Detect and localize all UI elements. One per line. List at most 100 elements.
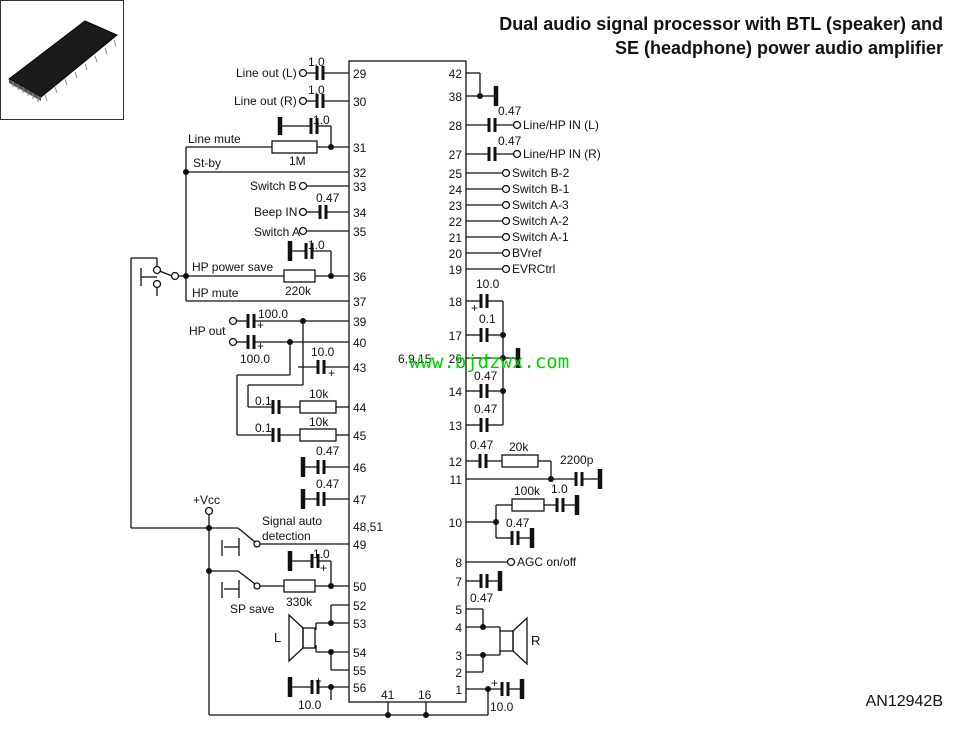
title-line-2: SE (headphone) power audio amplifier [614, 38, 943, 58]
line-out-r-circuit: Line out (R) 1.0 [234, 83, 349, 108]
right-pin-10: 10 [449, 516, 463, 530]
left-pin-36: 36 [353, 270, 367, 284]
c39-value: 100.0 [258, 307, 288, 321]
pin43-circuit: 10.0 + [298, 345, 349, 380]
r10-value: 100k [514, 484, 541, 498]
right-pin-11: 11 [450, 473, 463, 487]
left-pin-31: 31 [353, 141, 367, 155]
switch-outputs: Switch B-2 Switch B-1 Switch A-3 Switch … [466, 166, 570, 276]
diagram-title: Dual audio signal processor with BTL (sp… [499, 12, 943, 60]
left-pin-44: 44 [353, 401, 367, 415]
signal-auto-label: Signal auto [262, 514, 322, 528]
hp-mute-label: HP mute [192, 286, 239, 300]
left-pin-53: 53 [353, 617, 367, 631]
hp-switch [130, 257, 209, 529]
right-pin-3: 3 [455, 649, 462, 663]
ic-package-image [0, 0, 124, 120]
right-pin-17: 17 [449, 329, 463, 343]
bvref-label: BVref [512, 246, 542, 260]
left-pin-40: 40 [353, 336, 367, 350]
left-pin-47: 47 [353, 493, 367, 507]
vcc-terminal [204, 506, 214, 516]
left-pin-34: 34 [353, 206, 367, 220]
line-hp-in-r-label: Line/HP IN (R) [523, 147, 601, 161]
line-hp-in-l-circuit: 0.47 Line/HP IN (L) [466, 104, 599, 132]
sp-save-label: SP save [230, 602, 275, 616]
c30-value: 1.0 [308, 83, 325, 97]
line-hp-in-l-label: Line/HP IN (L) [523, 118, 599, 132]
svg-text:+: + [257, 339, 264, 353]
right-pin-42: 42 [449, 67, 463, 81]
switch-a-label: Switch A [254, 225, 300, 239]
switch-b-circuit: Switch B [250, 179, 349, 193]
line-out-r-label: Line out (R) [234, 94, 297, 108]
ic-package-icon [8, 20, 118, 102]
st-by-circuit: St-by [183, 147, 349, 301]
left-pin-33: 33 [353, 180, 367, 194]
r36-value: 220k [285, 284, 312, 298]
speaker-left: L [274, 604, 349, 671]
r44-value: 10k [309, 387, 329, 401]
speaker-left-icon [302, 627, 316, 649]
r50-value: 330k [286, 595, 313, 609]
line-out-l-terminal [298, 68, 308, 78]
line-out-r-terminal [298, 96, 308, 106]
left-pin-45: 45 [353, 429, 367, 443]
switch-a-circuit: Switch A [254, 225, 349, 239]
left-pin-35: 35 [353, 225, 367, 239]
r31-value: 1M [289, 154, 306, 168]
c31-value: 1.0 [313, 113, 330, 127]
line-out-l-circuit: Line out (L) 1.0 [236, 55, 349, 80]
left-pin-48-51: 48,51 [353, 520, 383, 534]
svg-text:+: + [257, 318, 264, 332]
ic-body [348, 60, 467, 703]
c46-value: 0.47 [316, 444, 340, 458]
pin-41: 41 [381, 688, 395, 702]
right-pin-numbers: 4238282725242322212019181726141312111087… [449, 67, 463, 697]
right-pin-18: 18 [449, 295, 463, 309]
speaker-r-label: R [531, 633, 540, 648]
vcc-circuit: +Vcc Signal auto detection SP save [193, 493, 488, 716]
right-pin-7: 7 [455, 575, 462, 589]
right-pin-27: 27 [449, 148, 463, 162]
c11-value: 2200p [560, 453, 594, 467]
pin50-circuit: 1.0 + 330k [283, 547, 349, 609]
left-pin-54: 54 [353, 646, 367, 660]
right-pin-1: 1 [455, 683, 462, 697]
right-pin-5: 5 [455, 603, 462, 617]
title-line-1: Dual audio signal processor with BTL (sp… [499, 14, 943, 34]
right-pin-21: 21 [449, 231, 463, 245]
switch-b2-label: Switch B-2 [512, 166, 570, 180]
pin7-circuit [466, 571, 503, 591]
left-pin-52: 52 [353, 599, 367, 613]
pins-12-11-circuit: 0.47 20k 2200p [466, 438, 603, 489]
c1-value: 10.0 [490, 700, 514, 714]
left-pin-37: 37 [353, 295, 367, 309]
switch-b-label: Switch B [250, 179, 297, 193]
evrctrl-label: EVRCtrl [512, 262, 555, 276]
right-pin-25: 25 [449, 167, 463, 181]
pin46-circuit: 0.47 [300, 444, 349, 477]
beep-in-label: Beep IN [254, 205, 297, 219]
hp-power-save-label: HP power save [192, 260, 273, 274]
pin44-circuit: 0.1 10k [236, 321, 349, 435]
c10a-value: 1.0 [551, 482, 568, 496]
c26-value: 0.47 [474, 369, 498, 383]
c50-value: 1.0 [313, 547, 330, 561]
line-hp-in-r-circuit: 0.47 Line/HP IN (R) [466, 134, 601, 161]
line-mute-circuit: Line mute 1.0 1M [186, 113, 349, 168]
pin1-circuit: + 10.0 [466, 676, 525, 715]
detection-label: detection [262, 529, 311, 543]
pins-18-13-circuit: 10.0 + 0.1 0.47 0.47 [466, 277, 521, 432]
right-pin-20: 20 [449, 247, 463, 261]
right-pin-23: 23 [449, 199, 463, 213]
left-pin-56: 56 [353, 681, 367, 695]
c40-value: 100.0 [240, 352, 270, 366]
c44-value: 0.1 [255, 394, 272, 408]
agc-circuit: AGC on/off [466, 555, 577, 569]
right-pin-12: 12 [449, 455, 463, 469]
center-pins: 6,9,15 [398, 352, 432, 366]
line-out-l-label: Line out (L) [236, 66, 297, 80]
r45-value: 10k [309, 415, 329, 429]
